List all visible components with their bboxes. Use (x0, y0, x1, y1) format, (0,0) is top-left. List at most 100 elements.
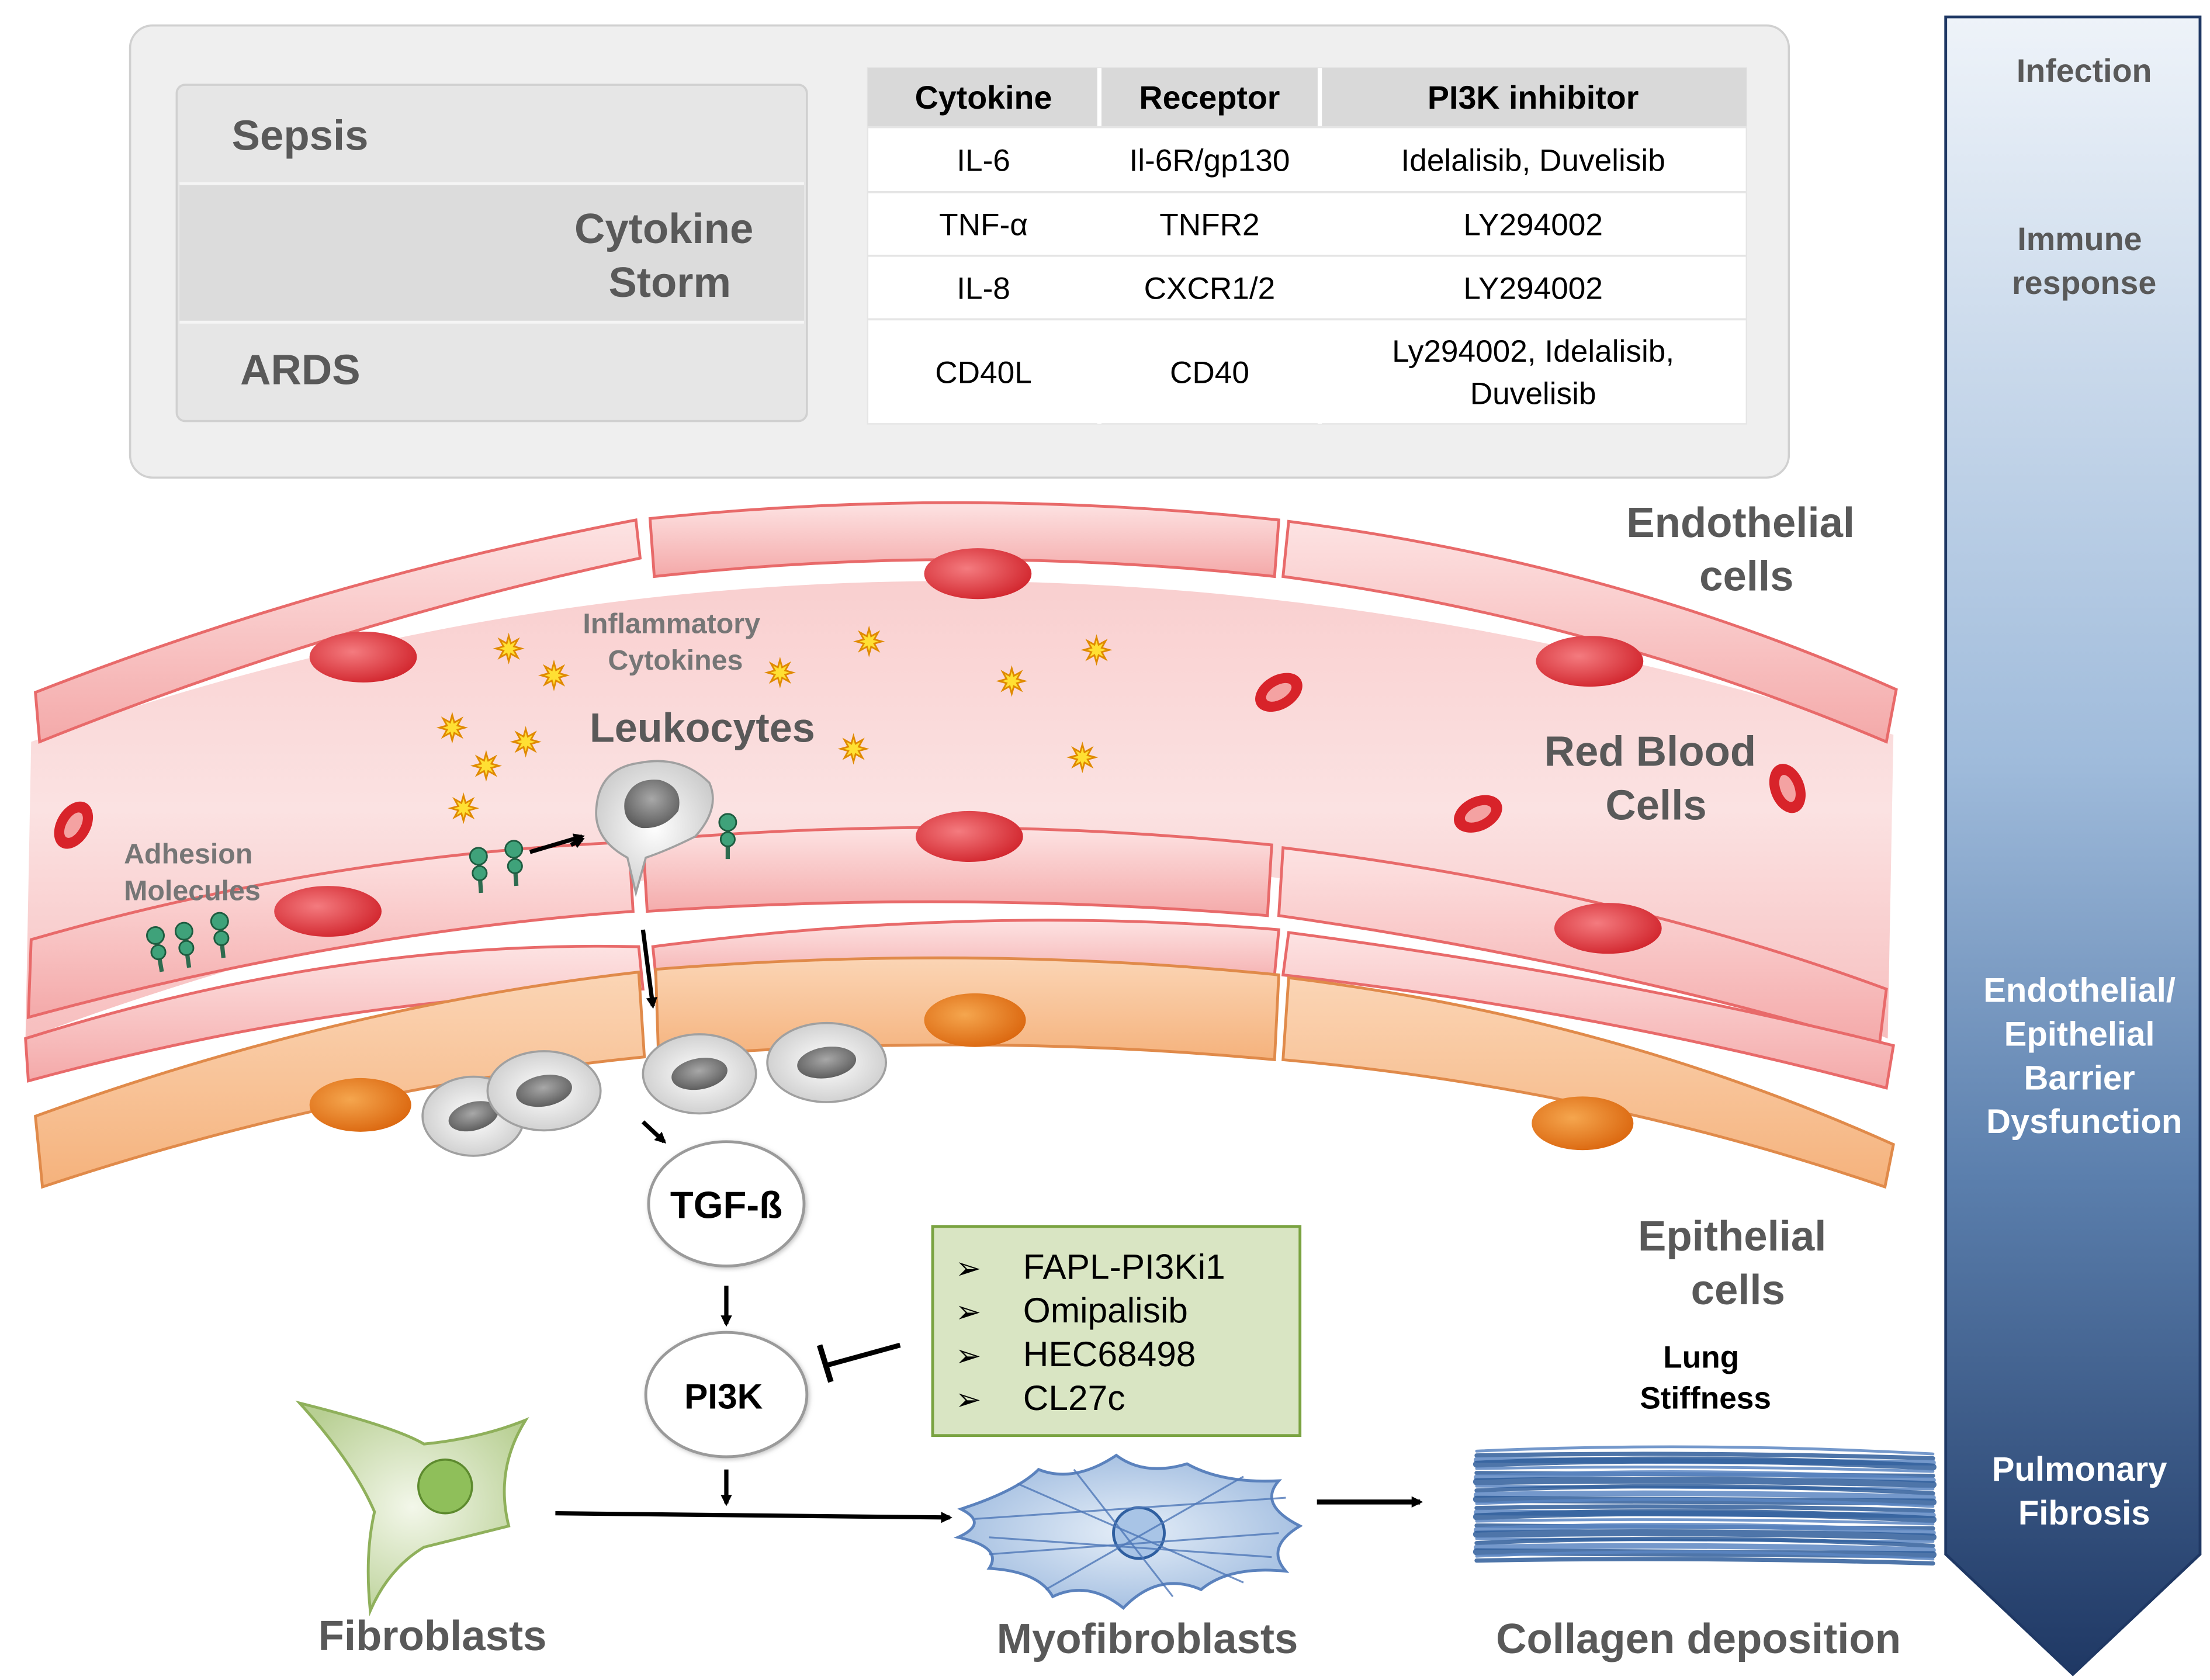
table-cell-cytokine: IL-6 (957, 144, 1010, 178)
adhesion-molecule (718, 813, 737, 860)
stage-barrier-dysfunction: Endothelial/ Epithelial Barrier Dysfunct… (1983, 971, 2185, 1141)
table-cell-inhibitor: Ly294002, Idelalisib, (1392, 334, 1674, 369)
endothelial-cell (641, 826, 1273, 917)
leukocyte (486, 1050, 602, 1132)
label-leukocytes: Leukocytes (590, 705, 815, 750)
epithelial-nucleus (309, 1078, 411, 1132)
cytokine-star (1080, 634, 1113, 666)
collagen-fiber (1475, 1445, 1935, 1456)
collagen-fiber (1473, 1476, 1937, 1488)
cytokine-star (493, 632, 525, 664)
leukocyte (642, 1033, 757, 1115)
collagen-fiber (1473, 1456, 1937, 1471)
endothelial-cell (1281, 519, 1898, 744)
stage-immune-response: Immune response (2012, 221, 2156, 301)
collagen-fiber (1473, 1509, 1937, 1523)
leukocyte-migrating (595, 760, 714, 898)
endothelial-cell (24, 944, 645, 1083)
endothelial-cell (1281, 931, 1895, 1090)
label-fibroblasts: Fibroblasts (318, 1612, 547, 1660)
stress-fiber (989, 1536, 1272, 1558)
adhesion-molecule (504, 840, 524, 886)
cytokine-star (853, 625, 885, 657)
condition-ards: ARDS (240, 347, 360, 394)
collagen-fiber (1474, 1470, 1936, 1483)
cytokine-star (1066, 741, 1099, 774)
adhesion-molecules (146, 813, 737, 972)
collagen-fiber (1474, 1452, 1935, 1461)
stage-pulmonary-fibrosis: Pulmonary Fibrosis (1992, 1450, 2177, 1532)
cytokine-star (436, 712, 468, 744)
label-endothelial-cells: Endothelial cells (1626, 499, 1866, 600)
to-tgf-arrow (641, 1120, 667, 1144)
collagen-fiber (1473, 1529, 1937, 1541)
stress-fiber (1073, 1468, 1174, 1598)
inhibitor-item: HEC68498 (1023, 1334, 1196, 1374)
label-epithelial-cells: Epithelial cells (1638, 1213, 1838, 1314)
adhesion-molecule (174, 922, 195, 968)
endothelial-nucleus (274, 886, 382, 937)
stage-infection: Infection (2017, 53, 2152, 89)
collagen-fiber (1474, 1484, 1935, 1496)
collagen-fiber (1474, 1522, 1936, 1536)
collagen-fiber (1474, 1490, 1936, 1501)
collagen-fiber (1474, 1504, 1935, 1513)
inhibitor-bullet: ➢ (955, 1251, 982, 1286)
table-cell-inhibitor: Idelalisib, Duvelisib (1401, 144, 1665, 178)
collagen-fiber (1474, 1536, 1935, 1549)
epithelial-nucleus (924, 993, 1026, 1047)
label-red-blood-cells: Red Blood Cells (1544, 728, 1768, 829)
endothelial-nucleus (1554, 903, 1662, 954)
leukocyte (766, 1021, 888, 1103)
pi3k-label: PI3K (684, 1377, 763, 1416)
table-header-cell: Receptor (1139, 79, 1280, 116)
endothelial-nucleus (1536, 636, 1644, 687)
cytokine-star (470, 750, 503, 782)
collagen-fiber (1475, 1498, 1935, 1508)
cytokine-particles (436, 625, 1113, 825)
table-cell-inhibitor: LY294002 (1463, 208, 1603, 243)
red-blood-cell (1454, 795, 1502, 833)
label-inflammatory-cytokines: Inflammatory Cytokines (583, 608, 768, 676)
table-header-cell: Cytokine (915, 79, 1052, 116)
table-cell-cytokine: IL-8 (957, 271, 1010, 306)
tgf-node (647, 1140, 806, 1267)
fibroblast-to-myofibroblast-arrow (555, 1511, 952, 1523)
collagen-fiber (1475, 1518, 1935, 1526)
table-header-cell: PI3K inhibitor (1428, 79, 1639, 116)
cytokine-star (996, 665, 1028, 697)
table-cell-cytokine: CD40L (935, 355, 1032, 390)
cytokine-star (510, 726, 542, 758)
myofibroblast (953, 1453, 1303, 1610)
label-lung-stiffness: Lung Stiffness (1640, 1340, 1771, 1416)
condition-sepsis: Sepsis (232, 112, 369, 159)
red-blood-cells (54, 673, 1806, 849)
collagen-fibers (1473, 1445, 1937, 1566)
cytokine-star (538, 659, 570, 691)
inhibition-line (827, 1342, 901, 1367)
collagen-fiber (1475, 1550, 1935, 1561)
transmigration-arrow (640, 929, 657, 1009)
stress-fiber (1045, 1475, 1244, 1591)
endothelial-cell (648, 501, 1281, 579)
cytokine-star (764, 656, 796, 689)
collagen-fiber (1475, 1466, 1935, 1473)
endothelial-nucleus (309, 631, 417, 683)
pi3k-node (644, 1331, 809, 1459)
inhibitor-item: Omipalisib (1023, 1290, 1188, 1330)
red-blood-cell (1769, 764, 1806, 813)
table-cell-receptor: Il-6R/gp130 (1129, 144, 1290, 178)
adhesion-arrow (529, 833, 585, 854)
epithelial-nucleus (1532, 1096, 1634, 1151)
conditions-box: Sepsis Cytokine Storm ARDS (175, 84, 808, 422)
leukocytes (421, 760, 888, 1157)
label-myofibroblasts: Myofibroblasts (997, 1615, 1298, 1662)
endothelial-nucleus (924, 548, 1032, 600)
disease-progression-arrow: Infection Immune response Endothelial/ E… (1944, 15, 2202, 1676)
cytokine-star (837, 733, 870, 765)
top-panel: Sepsis Cytokine Storm ARDS Cytokine Recep… (129, 24, 1790, 479)
collagen-fiber (1474, 1543, 1936, 1553)
endothelial-nucleus (915, 810, 1023, 862)
label-collagen-deposition: Collagen deposition (1496, 1615, 1901, 1662)
inhibitor-bullet: ➢ (955, 1383, 982, 1417)
